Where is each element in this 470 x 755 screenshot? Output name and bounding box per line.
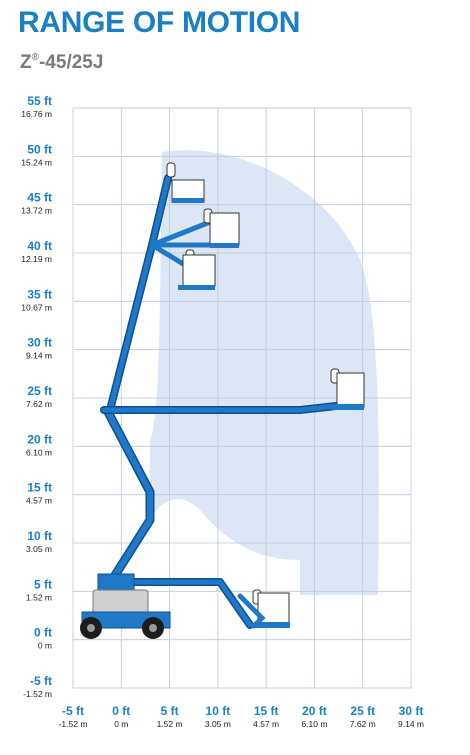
y-tick-ft-label: 35 ft — [27, 287, 52, 301]
x-tick-m-label: 0 m — [114, 719, 128, 729]
registered-mark: ® — [31, 52, 39, 63]
chassis — [80, 573, 266, 639]
y-tick-ft-label: 45 ft — [27, 191, 52, 205]
lower-boom — [103, 407, 155, 585]
platform-max-height — [166, 162, 205, 203]
y-tick-m-label: 12.19 m — [21, 254, 52, 264]
x-tick-ft-label: -5 ft — [62, 704, 84, 718]
model-suffix: -45/25J — [38, 52, 104, 73]
main-boom-horizontal — [100, 401, 349, 414]
y-tick-ft-label: 40 ft — [27, 239, 52, 253]
x-tick-m-label: 3.05 m — [205, 719, 231, 729]
x-tick-ft-label: 10 ft — [206, 704, 231, 718]
platform-max-outreach — [330, 368, 365, 410]
model-prefix: Z — [20, 52, 32, 73]
y-tick-ft-label: 55 ft — [27, 94, 52, 108]
y-tick-ft-label: 25 ft — [27, 384, 52, 398]
x-tick-m-label: 6.10 m — [301, 719, 327, 729]
model-name: Z®-45/25J — [20, 52, 103, 74]
y-tick-m-label: 13.72 m — [21, 206, 52, 216]
x-tick-ft-label: 15 ft — [254, 704, 279, 718]
y-tick-m-label: -1.52 m — [23, 689, 52, 699]
y-tick-ft-label: 5 ft — [34, 577, 52, 591]
platform-mid — [178, 249, 216, 290]
y-tick-m-label: 3.05 m — [26, 544, 52, 554]
y-tick-ft-label: 10 ft — [27, 529, 52, 543]
y-tick-ft-label: 30 ft — [27, 336, 52, 350]
x-tick-ft-label: 30 ft — [399, 704, 424, 718]
x-tick-m-label: 1.52 m — [157, 719, 183, 729]
main-boom-stowed — [101, 578, 254, 629]
x-tick-m-label: 4.57 m — [253, 719, 279, 729]
y-tick-m-label: 15.24 m — [21, 157, 52, 167]
x-tick-ft-label: 25 ft — [350, 704, 375, 718]
y-tick-m-label: 10.67 m — [21, 302, 52, 312]
y-tick-m-label: 0 m — [38, 641, 52, 651]
x-tick-m-label: 7.62 m — [350, 719, 376, 729]
x-tick-m-label: 9.14 m — [398, 719, 424, 729]
y-tick-ft-label: 15 ft — [27, 481, 52, 495]
y-tick-ft-label: 20 ft — [27, 432, 52, 446]
y-tick-ft-label: 50 ft — [27, 142, 52, 156]
y-tick-ft-label: -5 ft — [30, 674, 52, 688]
x-tick-m-label: -1.52 m — [59, 719, 88, 729]
y-tick-m-label: 4.57 m — [26, 496, 52, 506]
boom-lift-illustration — [80, 162, 365, 639]
y-tick-m-label: 16.76 m — [21, 109, 52, 119]
y-tick-m-label: 1.52 m — [26, 592, 52, 602]
x-tick-ft-label: 20 ft — [302, 704, 327, 718]
x-tick-ft-label: 5 ft — [161, 704, 179, 718]
platform-upper — [203, 208, 240, 248]
y-tick-ft-label: 0 ft — [34, 626, 52, 640]
page-title: RANGE OF MOTION — [18, 6, 301, 39]
x-tick-ft-label: 0 ft — [112, 704, 130, 718]
main-boom-high — [106, 174, 213, 414]
y-tick-m-label: 7.62 m — [26, 399, 52, 409]
x-axis-labels: -5 ft-1.52 m 0 ft0 m 5 ft1.52 m 10 ft3.05 m… — [59, 704, 424, 729]
y-tick-m-label: 9.14 m — [26, 351, 52, 361]
y-tick-m-label: 6.10 m — [26, 447, 52, 457]
